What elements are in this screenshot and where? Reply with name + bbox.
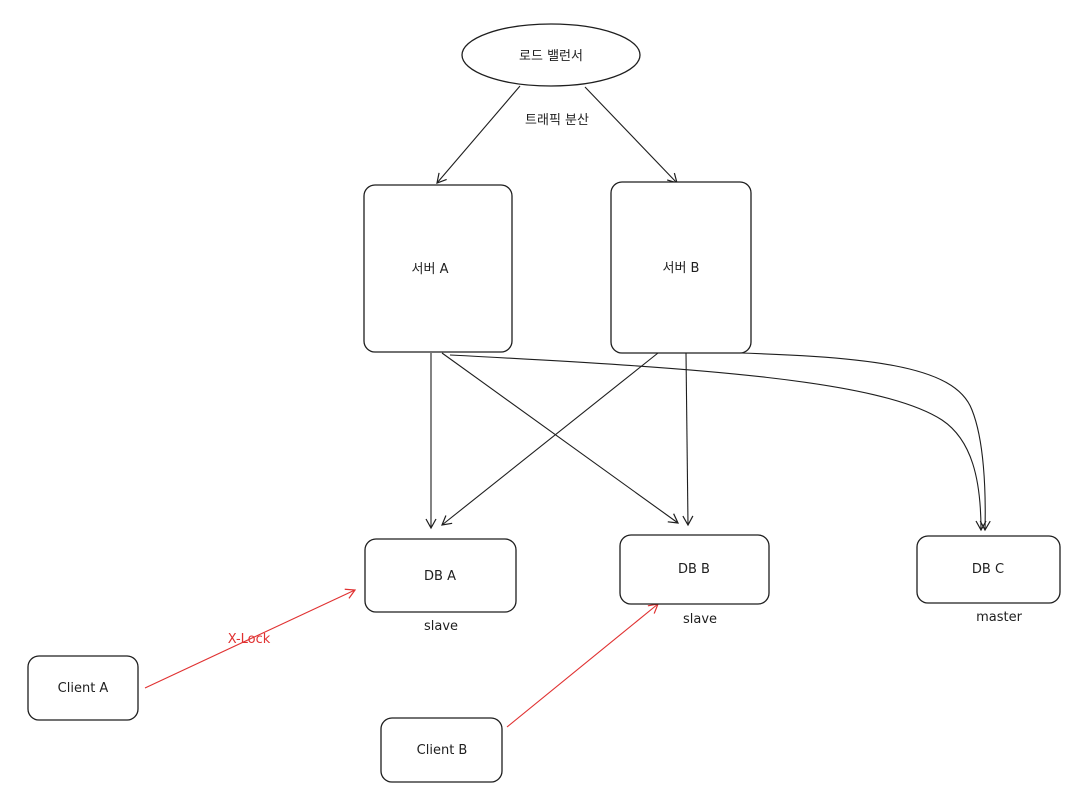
x-lock-label: X-Lock [228,632,271,647]
db-a-role-label: slave [424,619,458,634]
db-c-role-label: master [976,610,1022,625]
server-b-label: 서버 B [663,261,700,276]
load-balancer-node[interactable]: 로드 밸런서 [461,23,641,87]
edge-server-a-to-db-c [449,354,987,532]
edge-lb-to-server-a [436,85,521,184]
edge-server-b-to-db-c [704,351,991,532]
db-a-node[interactable]: DB A [364,538,517,613]
load-balancer-label: 로드 밸런서 [519,49,583,64]
db-b-node[interactable]: DB B [619,534,770,605]
server-a-node[interactable]: 서버 A [363,184,513,353]
server-b-node[interactable]: 서버 B [610,181,752,354]
db-b-role-label: slave [683,612,717,627]
db-c-node[interactable]: DB C [916,535,1061,604]
edge-server-b-to-db-a [441,352,659,526]
db-b-label: DB B [678,562,710,577]
server-a-label: 서버 A [412,262,449,277]
edges [144,85,991,728]
db-a-label: DB A [424,569,456,584]
edge-lb-to-server-b [584,86,678,184]
client-a-node[interactable]: Client A [27,655,139,721]
db-c-label: DB C [972,562,1004,577]
edge-server-a-to-db-b [441,352,680,524]
edge-client-b-to-db-b [506,603,659,728]
client-b-label: Client B [417,743,468,758]
client-a-label: Client A [58,681,109,696]
traffic-label: 트래픽 분산 [525,113,589,128]
edge-client-a-to-db-a [144,588,357,689]
client-b-node[interactable]: Client B [380,717,503,783]
edge-server-b-to-db-b [682,352,694,527]
